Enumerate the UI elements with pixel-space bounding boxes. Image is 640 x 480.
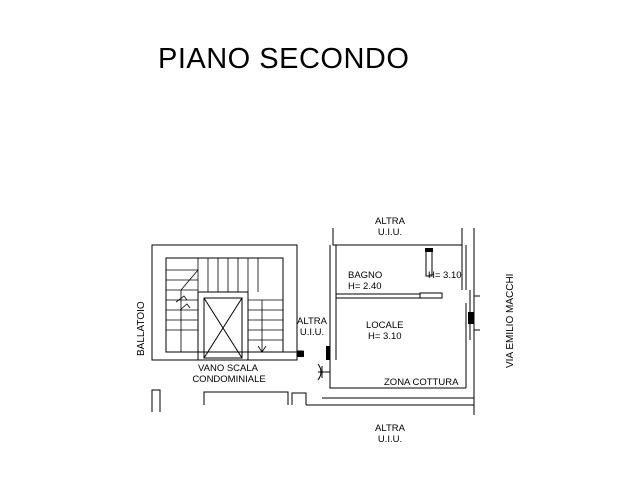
bathroom-walls <box>336 249 443 299</box>
bottom-corridor-walls <box>151 389 474 412</box>
label-uiu-top: U.I.U. <box>377 227 403 238</box>
label-altra-mid: ALTRA <box>297 316 327 327</box>
elevator-shaft <box>197 291 249 361</box>
label-via-emilio-macchi: VIA EMILIO MACCHI <box>505 273 516 368</box>
label-condominiale: CONDOMINIALE <box>192 374 266 385</box>
label-locale-height: H= 3.10 <box>368 331 402 342</box>
label-uiu-bottom: U.I.U. <box>377 434 403 445</box>
label-uiu-mid: U.I.U. <box>299 327 325 338</box>
label-bagno: BAGNO <box>348 270 383 281</box>
label-locale: LOCALE <box>366 320 404 331</box>
dark-fills <box>297 248 474 360</box>
label-vano-scala: VANO SCALA <box>197 363 259 374</box>
label-altra-bottom: ALTRA <box>375 423 405 434</box>
page-title: PIANO SECONDO <box>158 43 410 75</box>
stair-steps <box>166 258 283 353</box>
label-height-upper: H= 3.10 <box>428 270 462 281</box>
label-ballatoio: BALLATOIO <box>136 301 147 356</box>
label-zona-cottura: ZONA COTTURA <box>384 377 459 388</box>
entrance-door <box>317 363 330 381</box>
label-altra-top: ALTRA <box>375 216 405 227</box>
label-bagno-height: H= 2.40 <box>348 281 382 292</box>
stairwell-walls <box>151 244 298 361</box>
